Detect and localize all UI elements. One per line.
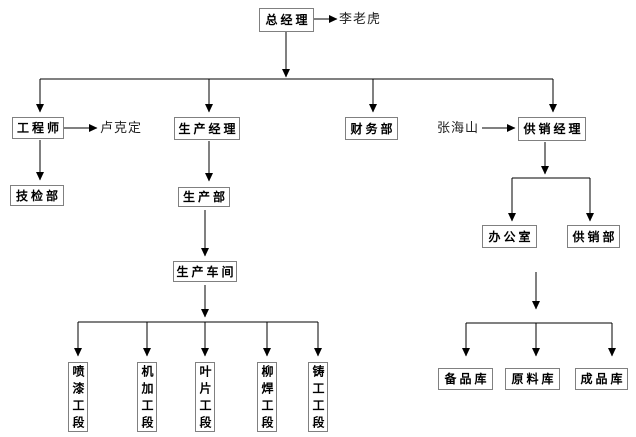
node-raw-material-store: 原料库 [505, 368, 560, 390]
node-finished-goods-store: 成品库 [575, 368, 628, 390]
node-production-manager: 生产经理 [174, 117, 240, 140]
node-casting-section: 铸工工段 [308, 362, 328, 433]
annotation-supply-manager-name: 张海山 [437, 120, 480, 135]
annotation-engineer-name: 卢克定 [100, 120, 143, 135]
node-machining-section: 机加工段 [137, 362, 157, 433]
node-production-workshop: 生产车间 [173, 261, 237, 282]
node-supply-sales-dept: 供销部 [567, 225, 620, 248]
node-engineer: 工程师 [12, 117, 64, 139]
node-spare-parts-store: 备品库 [438, 368, 493, 390]
node-production-dept: 生产部 [178, 187, 230, 207]
node-office: 办公室 [482, 225, 537, 248]
node-finance-dept: 财务部 [345, 117, 398, 140]
annotation-general-manager-name: 李老虎 [339, 11, 382, 26]
node-paint-section: 喷漆工段 [68, 362, 88, 433]
node-blade-section: 叶片工段 [195, 362, 215, 433]
node-general-manager: 总经理 [259, 8, 314, 32]
node-rivet-weld-section: 柳焊工段 [257, 362, 277, 433]
node-supply-manager: 供销经理 [518, 117, 586, 141]
node-tech-inspection-dept: 技检部 [10, 185, 64, 206]
